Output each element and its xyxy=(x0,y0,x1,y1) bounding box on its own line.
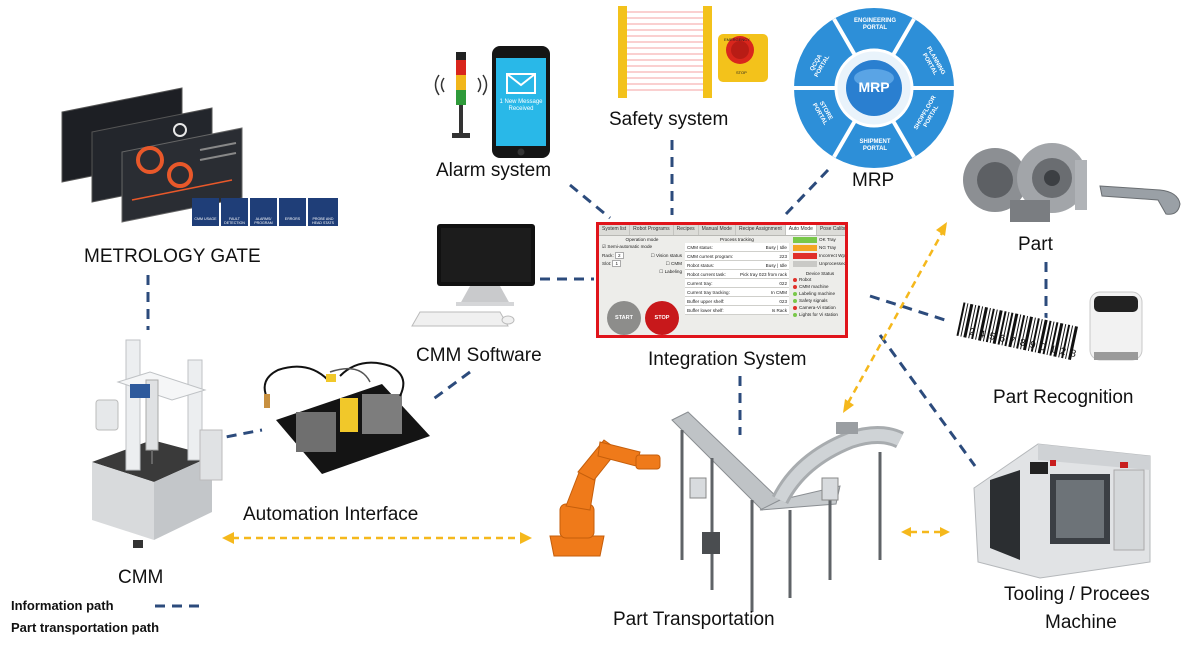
label-tooling-line2: Machine xyxy=(1045,612,1117,634)
label-tooling-line1: Tooling / Procees xyxy=(1004,584,1150,606)
machine-control-panel xyxy=(990,470,1020,560)
legend-information-path: Information path xyxy=(11,598,114,613)
legend-part-transportation-path: Part transportation path xyxy=(11,620,159,635)
